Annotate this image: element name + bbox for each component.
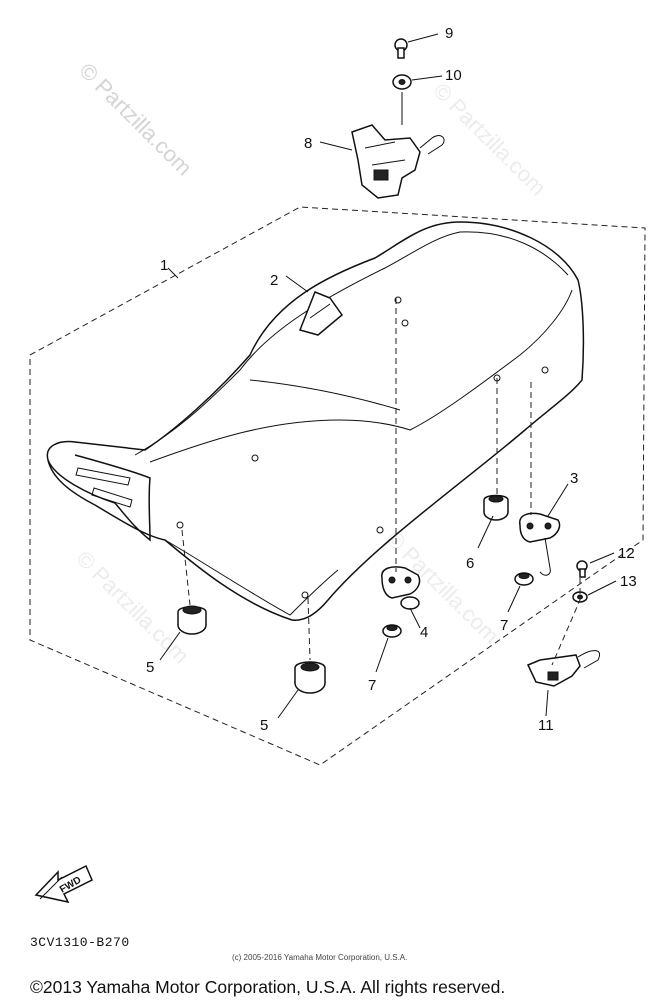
grab-rail-slot-lower <box>91 487 133 508</box>
part-10-washer <box>392 74 412 90</box>
mount-hole <box>541 366 549 374</box>
part-8-seat-lock <box>351 124 445 199</box>
seat-outline <box>46 221 585 621</box>
seat-inner-fold <box>249 379 401 411</box>
part-12-bolt <box>576 560 588 578</box>
mount-hole <box>176 521 184 529</box>
part-5-cushion-right <box>294 661 326 694</box>
watermark-bottom-left: © Partzilla.com <box>71 546 194 669</box>
part-11-bracket <box>526 650 600 687</box>
callout-2: 2 <box>270 272 278 289</box>
callout-7-left: 7 <box>368 677 376 694</box>
watermark-main: © Partzilla.com <box>74 58 197 181</box>
callout-10: 10 <box>445 67 462 84</box>
diagram-code: 3CV1310-B270 <box>30 935 130 950</box>
callout-5-left: 5 <box>146 659 154 676</box>
leader-lines <box>159 33 617 719</box>
callout-12: 12 <box>618 545 635 562</box>
mount-hole <box>251 454 259 462</box>
part-7-cushion-left <box>382 624 402 638</box>
watermark-top-right: © Partzilla.com <box>428 78 551 201</box>
callout-4: 4 <box>420 624 428 641</box>
callout-13: 13 <box>620 573 637 590</box>
small-copyright: (c) 2005-2016 Yamaha Motor Corporation, … <box>232 953 407 962</box>
seat-assembly <box>46 221 585 621</box>
seat-top-ridge <box>134 231 569 456</box>
mount-hole <box>376 526 384 534</box>
callout-3: 3 <box>570 470 578 487</box>
mount-hole <box>401 319 409 327</box>
callout-11: 11 <box>538 717 554 734</box>
assembly-boundary <box>29 206 646 766</box>
part-6-cushion <box>483 494 509 521</box>
callout-9: 9 <box>445 25 453 42</box>
mount-hole <box>394 296 402 304</box>
seat-cushion-edge <box>149 289 573 463</box>
mount-hole <box>301 591 309 599</box>
callout-7-right: 7 <box>500 617 508 634</box>
callout-5-right: 5 <box>260 717 268 734</box>
part-7-cushion-right <box>514 572 534 586</box>
footer-copyright: ©2013 Yamaha Motor Corporation, U.S.A. A… <box>30 977 505 997</box>
callout-6: 6 <box>466 555 474 572</box>
seat-lower-edge <box>164 539 339 616</box>
fwd-arrow-icon: FWD <box>34 864 93 904</box>
part-2-strap <box>298 291 344 336</box>
part-9-screw <box>394 38 408 59</box>
grab-rail-slot-upper <box>75 467 131 486</box>
callout-8: 8 <box>304 135 312 152</box>
grab-rail <box>47 454 151 542</box>
assembly-lines <box>181 298 581 666</box>
part-3-hinge <box>519 512 561 576</box>
part-5-cushion-left <box>177 605 207 635</box>
part-4-hinge <box>381 566 421 610</box>
callout-1: 1 <box>160 257 168 274</box>
